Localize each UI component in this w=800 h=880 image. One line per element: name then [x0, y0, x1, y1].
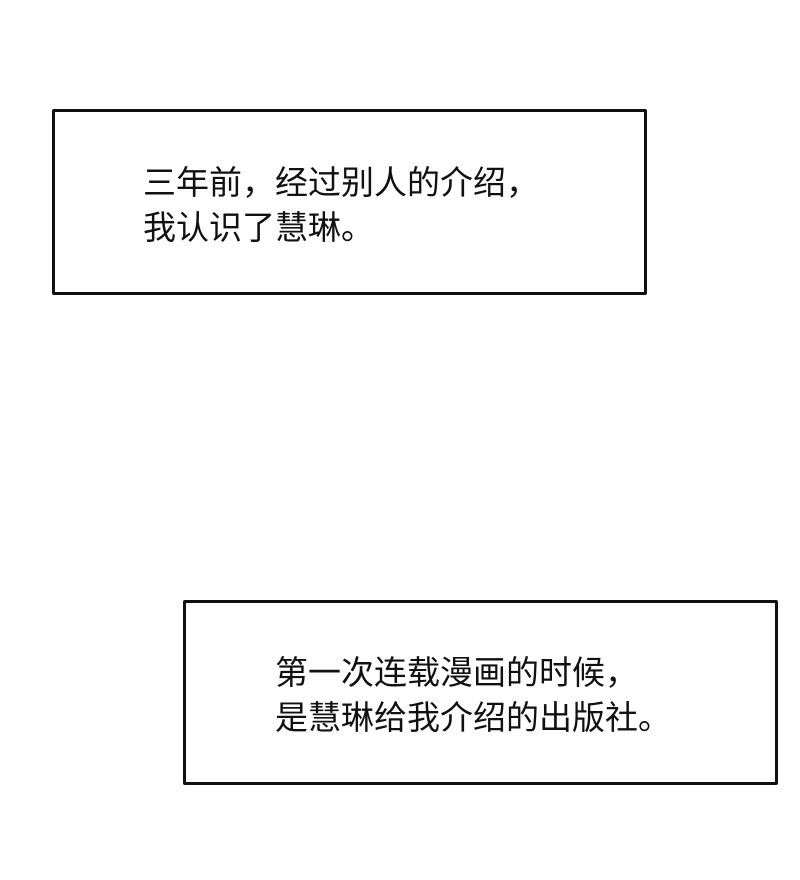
- narration-caption-box: 第一次连载漫画的时候， 是慧琳给我介绍的出版社。: [183, 600, 778, 785]
- narration-caption-text: 第一次连载漫画的时候， 是慧琳给我介绍的出版社。: [275, 650, 671, 740]
- caption-line: 我认识了慧琳。: [143, 208, 374, 247]
- caption-line: 三年前，经过别人的介绍，: [143, 163, 539, 202]
- narration-caption-box: 三年前，经过别人的介绍， 我认识了慧琳。: [52, 109, 647, 295]
- caption-line: 是慧琳给我介绍的出版社。: [275, 698, 671, 737]
- narration-caption-text: 三年前，经过别人的介绍， 我认识了慧琳。: [143, 160, 539, 250]
- caption-line: 第一次连载漫画的时候，: [275, 653, 638, 692]
